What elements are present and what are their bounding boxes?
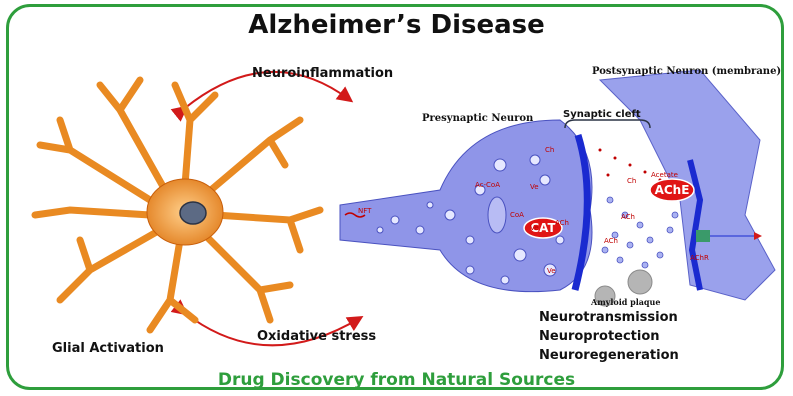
- achr-label: AChR: [690, 254, 709, 262]
- postsynaptic-label: Postsynaptic Neuron (membrane): [592, 66, 781, 77]
- ve-label-2: Ve: [530, 224, 539, 232]
- neuroinflammation-label: Neuroinflammation: [252, 66, 393, 81]
- amyloid-plaque-label: Amyloid plaque: [591, 297, 660, 307]
- glial-cell: [35, 80, 320, 330]
- coa-label: CoA: [510, 211, 524, 219]
- glial-activation-label: Glial Activation: [52, 341, 164, 356]
- synaptic-cleft-bracket: [565, 120, 650, 128]
- cleft-molecules: [602, 197, 678, 268]
- page-title: Alzheimer’s Disease: [0, 10, 793, 40]
- mitochondrion: [488, 197, 506, 233]
- ch-label-1: Ch: [545, 146, 554, 154]
- ache-label: AChE: [655, 183, 690, 197]
- outcome-neurotransmission: Neurotransmission: [539, 310, 678, 325]
- acetate-label: Acetate: [651, 171, 678, 179]
- ach-label-1: ACh: [555, 219, 569, 227]
- outcome-neuroprotection: Neuroprotection: [539, 329, 660, 344]
- oxidative-stress-label: Oxidative stress: [257, 329, 376, 344]
- nft-label: NFT: [358, 207, 371, 215]
- synaptic-cleft-label: Synaptic cleft: [563, 109, 641, 120]
- ac-coa-label: Ac-CoA: [475, 181, 500, 189]
- receptor-achr: [696, 230, 710, 242]
- presynaptic-label: Presynaptic Neuron: [422, 113, 533, 124]
- ach-label-3: ACh: [604, 237, 618, 245]
- outcome-neuroregeneration: Neuroregeneration: [539, 348, 679, 363]
- footer-caption: Drug Discovery from Natural Sources: [0, 370, 793, 390]
- ch-label-2: Ch: [627, 177, 636, 185]
- ve-label-1: Ve: [530, 183, 539, 191]
- ve-label-3: Ve: [547, 267, 556, 275]
- ach-label-2: ACh: [621, 213, 635, 221]
